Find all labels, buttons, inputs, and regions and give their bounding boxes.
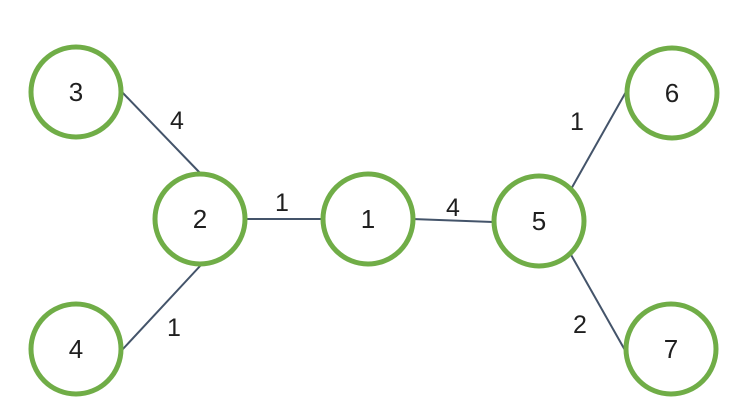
node-6: 6 — [624, 45, 720, 141]
edge-1-5-weight: 4 — [446, 194, 460, 222]
node-7-label: 7 — [664, 334, 678, 364]
edge-2-4 — [121, 264, 202, 351]
node-7-circle — [623, 301, 719, 397]
edge-2-1-weight: 1 — [275, 189, 289, 217]
node-4-label: 4 — [69, 334, 83, 364]
node-4: 4 — [28, 301, 124, 397]
node-2-label: 2 — [193, 204, 207, 234]
node-6-label: 6 — [665, 78, 679, 108]
node-3-label: 3 — [69, 77, 83, 107]
edge-2-4-weight: 1 — [167, 314, 181, 342]
edge-5-7 — [569, 252, 627, 353]
node-3: 3 — [28, 44, 124, 140]
edge-1-5 — [411, 218, 494, 223]
node-1-label: 1 — [361, 204, 375, 234]
node-5-label: 5 — [532, 206, 546, 236]
node-2: 2 — [152, 171, 248, 267]
node-3-circle — [28, 44, 124, 140]
edge-5-7-weight: 2 — [573, 311, 587, 339]
node-7: 7 — [623, 301, 719, 397]
edge-5-6 — [569, 89, 628, 192]
node-5: 5 — [491, 173, 587, 269]
node-6-circle — [624, 45, 720, 141]
node-1: 1 — [320, 171, 416, 267]
node-1-circle — [320, 171, 416, 267]
edge-weight-group: 4 1 4 1 1 2 — [167, 107, 587, 342]
node-group: 1 2 3 4 5 6 7 — [28, 44, 720, 397]
node-2-circle — [152, 171, 248, 267]
edge-5-6-weight: 1 — [570, 108, 584, 136]
node-5-circle — [491, 173, 587, 269]
edge-3-2-weight: 4 — [170, 107, 184, 135]
edge-3-2 — [120, 90, 202, 175]
edge-group — [120, 89, 628, 353]
node-4-circle — [28, 301, 124, 397]
